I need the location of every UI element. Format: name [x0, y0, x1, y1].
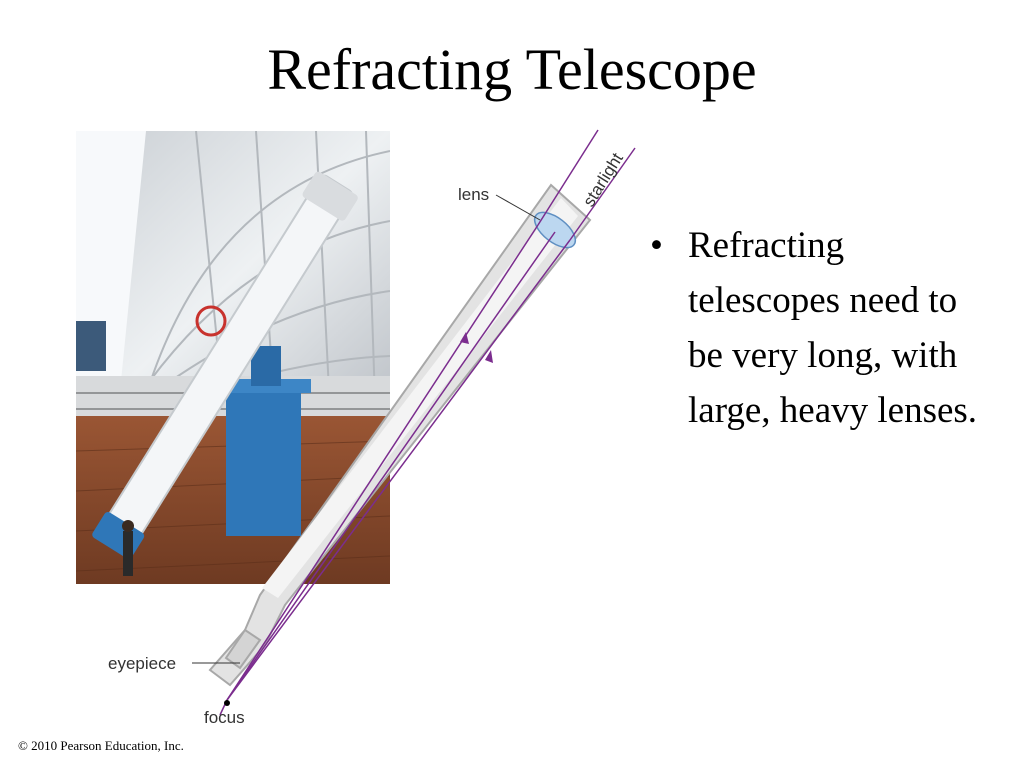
lens-leader-line: [495, 194, 541, 221]
light-rays: [219, 129, 636, 716]
copyright-notice: © 2010 Pearson Education, Inc.: [18, 738, 184, 753]
focus-point: [224, 700, 230, 706]
focus-label: focus: [204, 708, 245, 727]
bullet-list: Refracting telescopes need to be very lo…: [650, 218, 990, 438]
starlight-label: starlight: [579, 149, 627, 210]
slide-title: Refracting Telescope: [267, 37, 757, 102]
ray-arrows: [460, 332, 493, 363]
eyepiece-label: eyepiece: [108, 654, 176, 673]
objective-lens: [533, 211, 577, 249]
refractor-diagram: lens starlight eyepiece focus: [108, 129, 636, 727]
lens-label: lens: [458, 185, 489, 204]
bullet-item: Refracting telescopes need to be very lo…: [650, 218, 990, 438]
